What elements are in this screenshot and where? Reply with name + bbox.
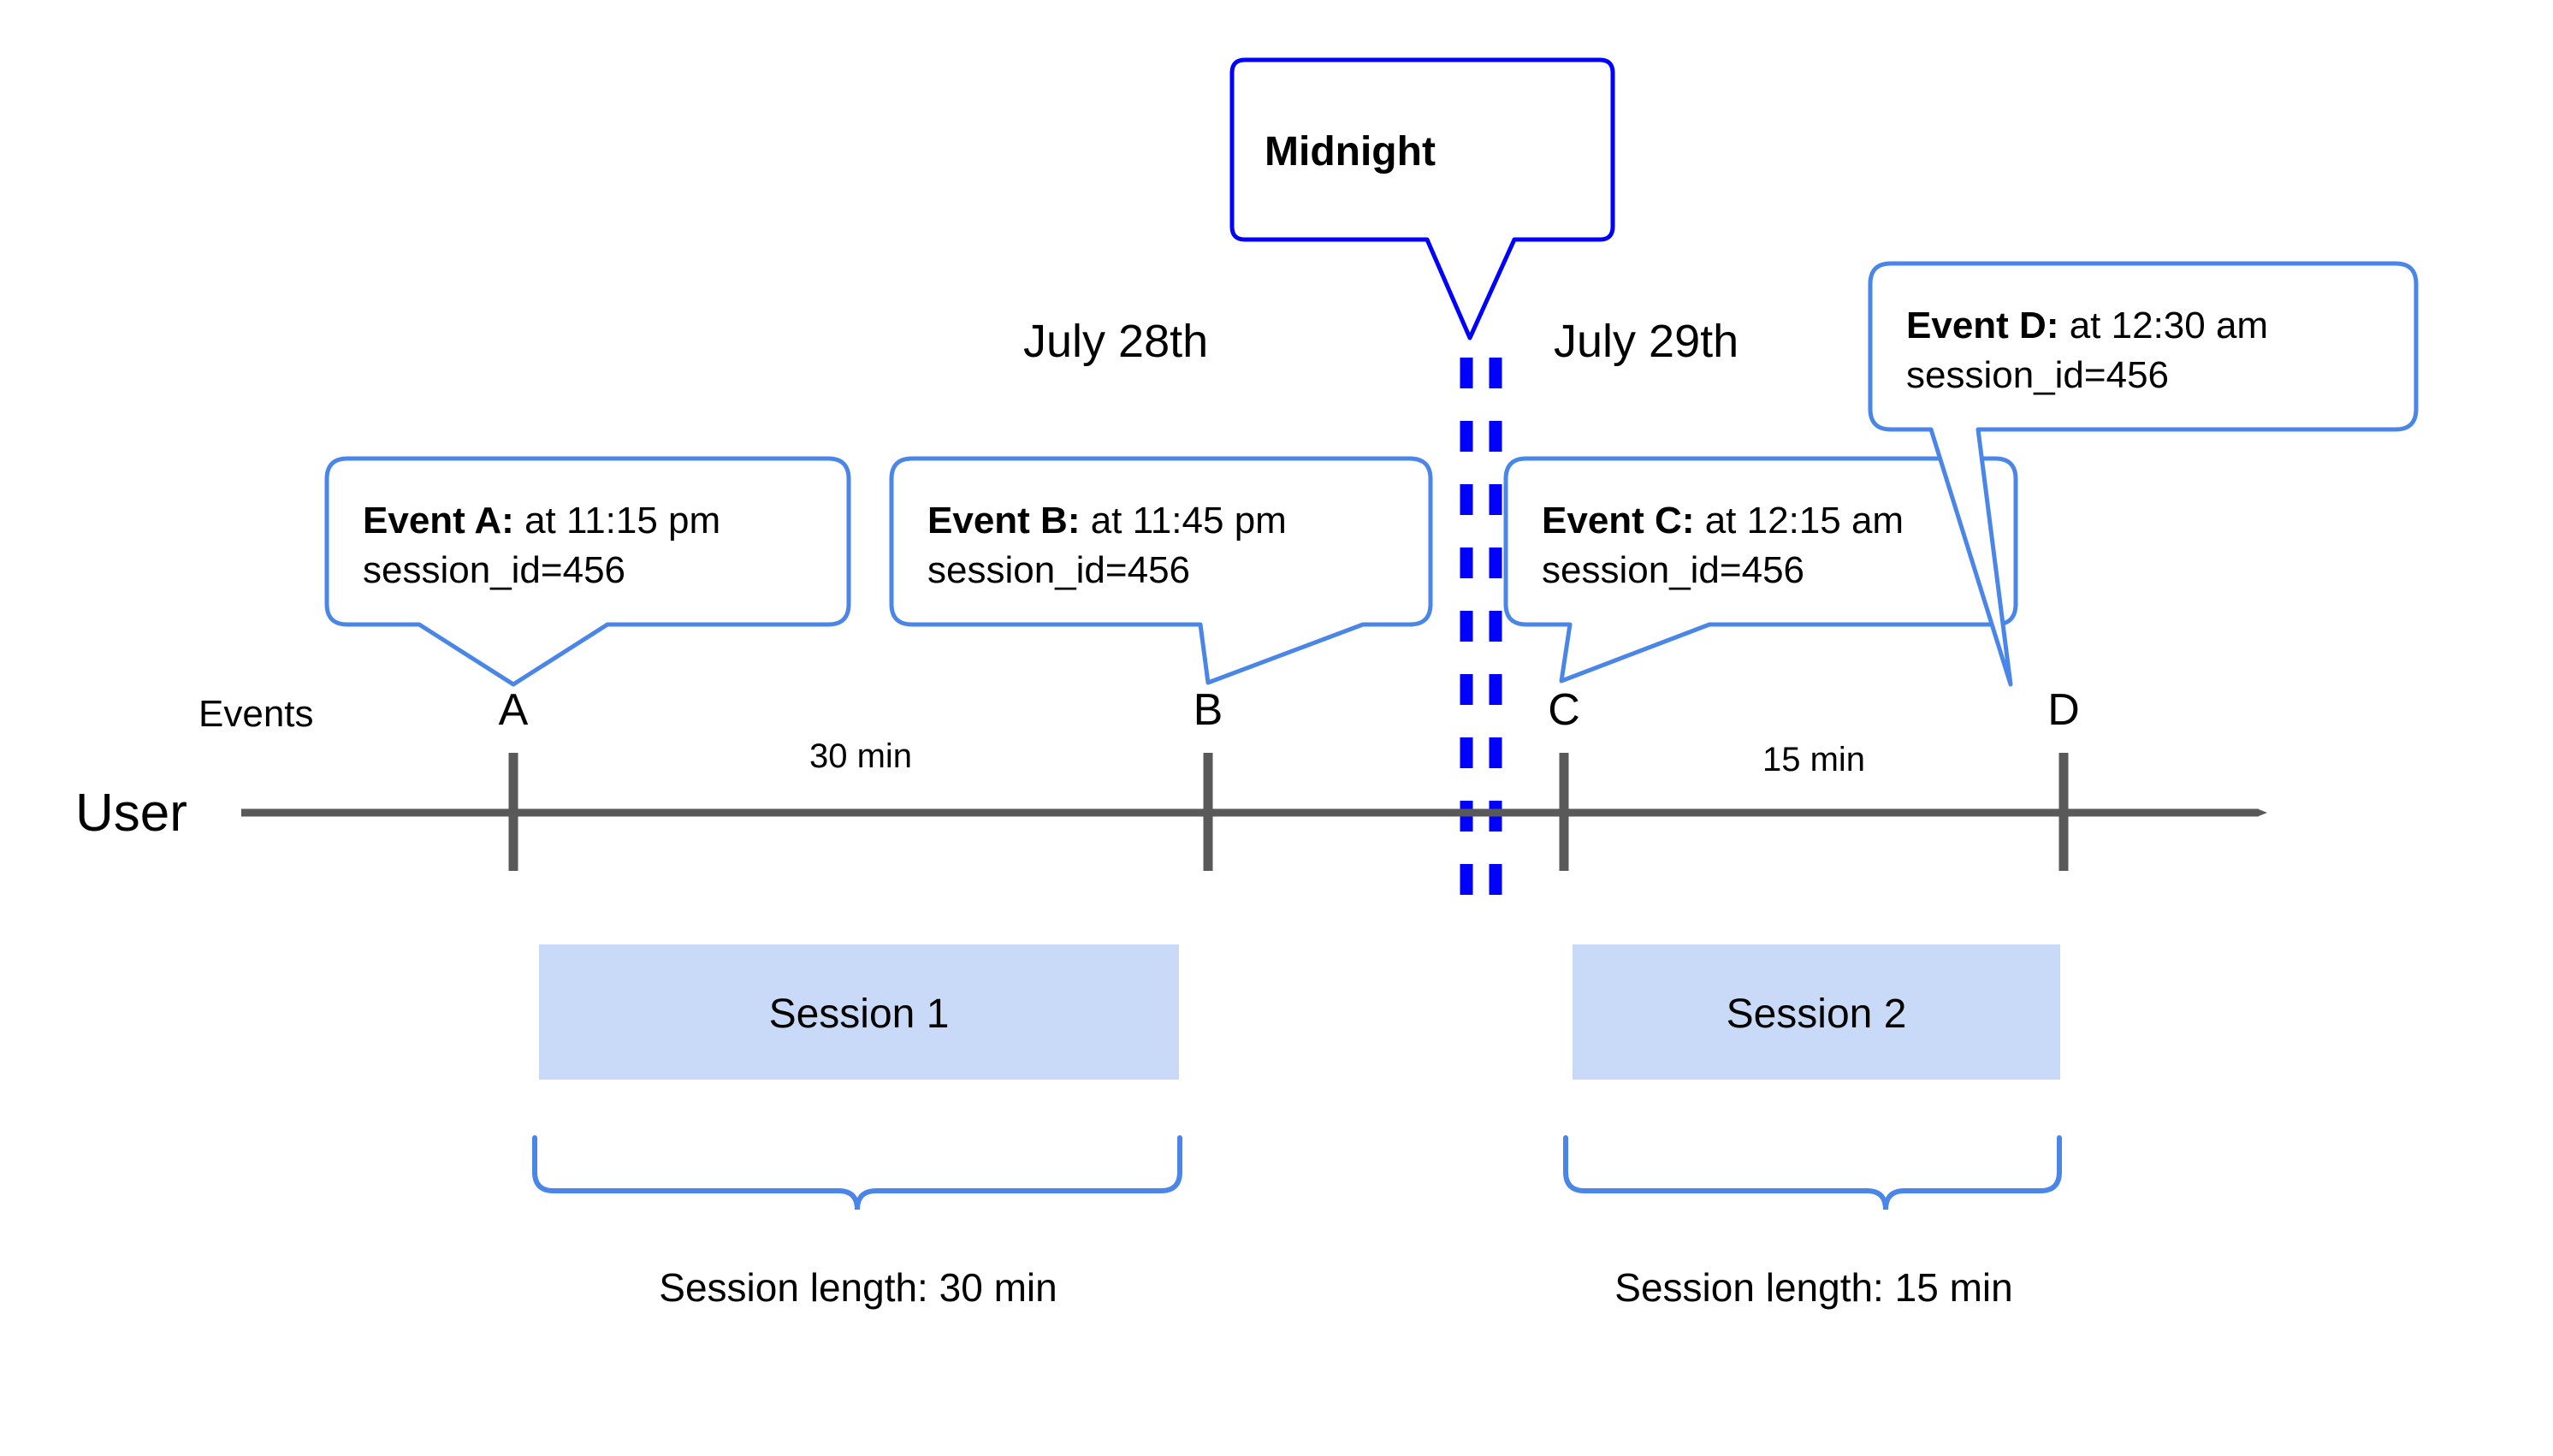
session-2-length-label: Session length: 15 min xyxy=(1614,1265,2013,1310)
event-b-bold-prefix: Event B: xyxy=(927,500,1081,542)
session-2-label: Session 2 xyxy=(1726,991,1907,1037)
event-callout-b xyxy=(889,456,1433,685)
marker-label-d: D xyxy=(2047,685,2080,735)
session-1-box xyxy=(539,944,1179,1080)
event-callout-a xyxy=(324,456,851,687)
midnight-divider-lines xyxy=(1460,358,1502,926)
event-callout-c xyxy=(1503,456,2018,684)
event-c-callout-line2: session_id=456 xyxy=(1542,549,1805,591)
interval-label-30min: 30 min xyxy=(809,737,913,775)
marker-label-c: C xyxy=(1548,685,1580,735)
marker-label-a: A xyxy=(498,685,529,735)
midnight-label: Midnight xyxy=(1265,129,1436,175)
event-a-callout-line1: Event A: at 11:15 pm xyxy=(363,496,720,546)
event-d-callout-line1: Event D: at 12:30 am xyxy=(1906,301,2268,351)
event-c-callout-line1: Event C: at 12:15 am xyxy=(1542,496,1904,546)
session-2-brace xyxy=(1563,1135,2062,1210)
event-b-callout-line1: Event B: at 11:45 pm xyxy=(927,496,1287,546)
event-a-bold-prefix: Event A: xyxy=(363,500,514,542)
event-callout-d xyxy=(1868,261,2419,687)
session-1-length-label: Session length: 30 min xyxy=(659,1265,1057,1310)
session-2-box xyxy=(1573,944,2060,1080)
event-d-callout-line2: session_id=456 xyxy=(1906,354,2170,396)
event-b-callout-line2: session_id=456 xyxy=(927,549,1191,591)
event-d-detail: at 12:30 am xyxy=(2058,305,2269,346)
marker-label-b: B xyxy=(1193,685,1223,735)
events-row-label: Events xyxy=(198,693,314,735)
event-a-callout-line2: session_id=456 xyxy=(363,549,626,591)
session-1-label: Session 1 xyxy=(768,991,950,1037)
date-label-july-29: July 29th xyxy=(1554,316,1739,367)
event-a-detail: at 11:15 pm xyxy=(513,500,721,542)
midnight-callout xyxy=(1229,57,1615,340)
timeline-axis xyxy=(241,753,2267,871)
event-c-bold-prefix: Event C: xyxy=(1542,500,1695,542)
event-d-bold-prefix: Event D: xyxy=(1906,305,2059,346)
user-row-label: User xyxy=(75,784,187,843)
date-label-july-28: July 28th xyxy=(1023,316,1209,367)
interval-label-15min: 15 min xyxy=(1762,741,1866,778)
session-1-brace xyxy=(532,1135,1182,1210)
event-b-detail: at 11:45 pm xyxy=(1080,500,1287,542)
event-c-detail: at 12:15 am xyxy=(1694,500,1904,542)
